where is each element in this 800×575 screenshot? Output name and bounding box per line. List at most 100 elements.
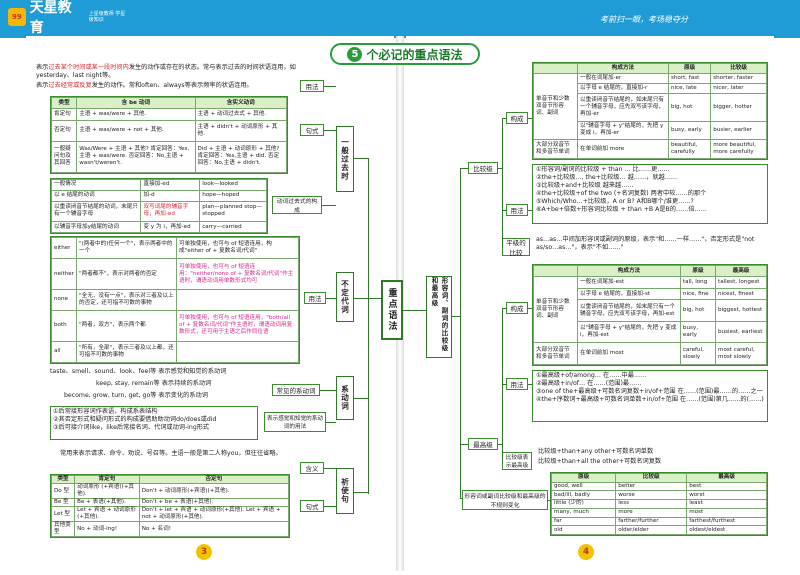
usage-item: ②最高级+in/of… 在……(范围)最……	[536, 380, 642, 387]
table-cell: big, hot	[679, 299, 717, 322]
center-node: 重点语法	[381, 280, 403, 340]
usage-item: ②the+比较级…, the+比较级… 越……，就越……	[536, 174, 678, 181]
table-cell: 双写词尾的辅音字母，再加-ed	[140, 200, 201, 223]
table-cell: more beautiful, more carefully	[710, 139, 767, 159]
table-cell: short, fast	[667, 73, 712, 84]
table-cell: Did + 主语 + 动词原形 + 其他? 肯定回答：Yes,主语 + did.…	[194, 140, 287, 174]
table-cell: better	[615, 481, 688, 492]
table-cell: more	[615, 507, 688, 518]
table-cell: most careful, most slowly	[715, 342, 767, 365]
table-cell: Be + 表语(+其他).	[74, 498, 140, 507]
table-cell: No + 名词!	[138, 521, 290, 537]
table-row: both"两者，双方"，表示两个都可单独使用，也可与 of 短语连用，"both…	[50, 310, 299, 342]
table-cell: "全无，没有一点"，表示对三者及以上的否定，还可指不可数的事物	[76, 288, 178, 312]
usage-item: ⑥A+be+倍数+形容词比较级 + than +B A是B的……倍……	[536, 206, 707, 213]
superlative-usage-box: ①最高级+of/among… 在……中最…… ②最高级+in/of… 在……(范…	[532, 370, 768, 422]
linking-common-2: become, grow, turn, get, go等 表示变化的系动词	[64, 392, 208, 399]
page-number-left: 3	[196, 544, 212, 560]
slogan: 考前扫一眼，考场稳夺分	[600, 15, 688, 24]
superlative-node: 最高级	[468, 438, 498, 450]
imperative-meaning: 常用来表示请求、命令、劝说、号召等。主语一般是第二人称you，但往往省略。	[60, 450, 282, 457]
equal-compare-label: 平级的比较	[502, 238, 530, 257]
table-cell: 单音节和少数双音节形容词、副词	[533, 276, 578, 344]
table-cell: less	[615, 499, 688, 509]
comparative-usage-box: ①形容词/副词的比较级 + than … 比……更…… ②the+比较级…, t…	[532, 164, 768, 224]
th: 类型	[50, 475, 76, 484]
table-cell: busy, early	[679, 320, 717, 344]
table-cell: tallest, longest	[715, 276, 767, 289]
linking-node: 系动词	[336, 376, 354, 420]
table-cell: all	[50, 340, 78, 364]
superlative-express-1: 比较级+than+any other+可数名词单数	[538, 448, 654, 455]
table-cell	[176, 288, 299, 312]
table-cell: "两者，双方"，表示两个都	[76, 310, 178, 342]
table-cell: 主语 + didn't + 动词原形 + 其他.	[194, 119, 287, 142]
table-cell: best	[686, 481, 767, 492]
title-number: 5	[347, 46, 363, 62]
table-cell: old	[550, 525, 617, 535]
table-cell: Was/Were + 主语 + 其他? 肯定回答：Yes,主语 + was/we…	[76, 140, 196, 174]
table-cell: either	[50, 236, 78, 260]
th: 含实义动词	[194, 96, 287, 110]
table-cell: shorter, faster	[710, 73, 767, 84]
table-cell: 以重读闭音节结尾的，如末尾只有一个辅音字母，应先双写该字母，再加-er	[577, 93, 669, 122]
table-cell: "两者都不"，表示对两者的否定	[76, 258, 178, 290]
table-cell: busiest, earliest	[715, 320, 767, 344]
linking-usage-1: ①后常接形容词作表语，构成系表结构	[53, 408, 158, 415]
linking-usage-box: ①后常接形容词作表语，构成系表结构 ②其否定形式和疑问形式的构成要借助助动词do…	[50, 406, 258, 440]
table-row: either"(两者中的)任何一个"，表示两者中的一个可单独使用，也可与 of …	[50, 236, 299, 260]
table-cell: big, hot	[667, 93, 712, 122]
table-cell: 一般情况	[50, 179, 142, 191]
table-row: neither"两者都不"，表示对两者的否定可单独使用，也可与 of 短语连用：…	[50, 258, 299, 290]
table-cell: Let 型	[50, 506, 76, 522]
table-cell: 动词原形 (+宾语)(+其他).	[74, 483, 140, 499]
superlative-express-2: 比较级+than+all the other+可数名词复数	[538, 458, 662, 465]
table-cell: least	[686, 499, 767, 509]
table-cell: Let + 宾语 + 动词原形(+其他).	[74, 506, 140, 522]
imperative-table: 类型肯定句否定句 Do 型动词原形 (+宾语)(+其他).Don't + 动词原…	[50, 474, 290, 538]
pronoun-table: either"(两者中的)任何一个"，表示两者中的一个可单独使用，也可与 of …	[50, 236, 300, 364]
table-row: none"全无，没有一点"，表示对三者及以上的否定，还可指不可数的事物	[50, 288, 299, 312]
table-cell: 大部分双音节和多音节单词	[533, 342, 578, 365]
table-cell: hope—hoped	[199, 189, 267, 202]
table-cell: 以字母 e 结尾的，直接加-st	[577, 287, 681, 301]
table-cell: plan—planned stop—stopped	[199, 200, 267, 223]
pronoun-usage-label: 用法	[304, 292, 326, 304]
usage-item: ③比较级+and+比较级 越来越……	[536, 182, 634, 189]
usage-item: ①形容词/副词的比较级 + than … 比……更……	[536, 166, 670, 173]
imperative-node: 祈使句	[336, 468, 354, 514]
comparative-usage-label: 用法	[506, 204, 528, 216]
table-cell: "(两者中的)任何一个"，表示两者中的一个	[76, 236, 178, 260]
irregular-label: 形容词或副词比较级和最高级的不规则变化	[462, 490, 548, 510]
table-cell: 以辅音字母加y结尾的动词	[50, 221, 142, 233]
adj-adv-node: 形容词、副词的比较级和最高级	[426, 276, 452, 358]
comparative-form-label: 构成	[506, 112, 528, 124]
table-cell: 一般疑问句及其回答	[50, 140, 78, 174]
table-cell: 以"辅音字母 + y"结尾的，先把 y 变成 i，再加-er	[577, 120, 669, 141]
table-cell: 在单词前加 most	[577, 342, 681, 365]
table-cell: worst	[686, 490, 767, 501]
table-cell: Don't + be + 表语(+其他).	[138, 498, 290, 507]
table-cell: 可单独使用，也可与 of 短语连用："neither/none of + 复数名…	[176, 258, 299, 290]
comparative-node: 比较级	[468, 162, 498, 174]
table-cell: busier, earlier	[710, 120, 767, 141]
table-cell: Don't + let + 宾语 + 动词原形(+其他). Let + 宾语 +…	[138, 506, 290, 522]
table-cell: biggest, hottest	[715, 299, 767, 322]
table-cell	[176, 340, 299, 364]
table-row: Do 型动词原形 (+宾语)(+其他).Don't + 动词原形(+宾语)(+其…	[50, 483, 290, 499]
table-cell: 其他类型	[50, 521, 76, 537]
